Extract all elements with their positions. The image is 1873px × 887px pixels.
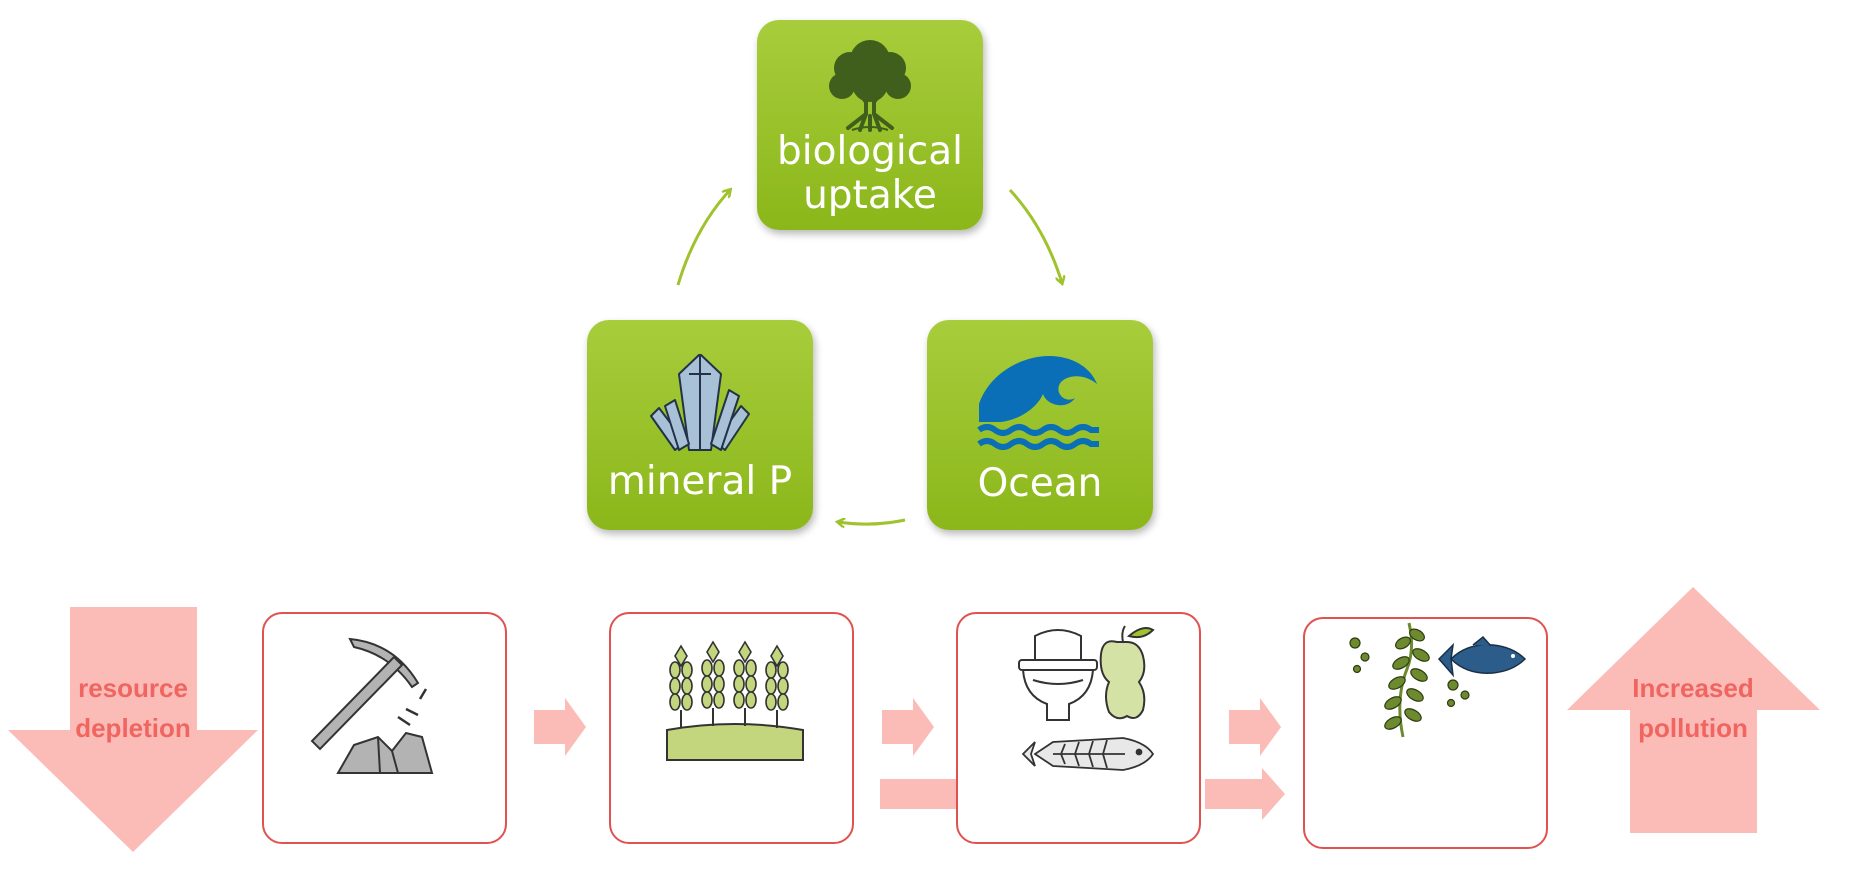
- stage-mining: [262, 612, 507, 844]
- wheat-icon: [666, 640, 804, 761]
- stage-water-pollution: [1303, 617, 1548, 849]
- increased-pollution-line2: pollution: [1638, 713, 1748, 743]
- flow-arrow-1: [534, 698, 586, 756]
- resource-depletion-label: resource depletion: [43, 668, 223, 748]
- cycle-arrow-ocean-to-mineral: [838, 520, 906, 524]
- biological-uptake-label: biological uptake: [757, 130, 983, 218]
- biological-uptake-label-line2: uptake: [803, 173, 937, 218]
- flow-arrow-3: [1229, 698, 1281, 756]
- bypass-arrow-shaft-1: [880, 779, 957, 809]
- increased-pollution-arrow: [1567, 587, 1820, 833]
- increased-pollution-label: Increased pollution: [1603, 668, 1783, 748]
- stage-agriculture: [609, 612, 854, 844]
- wave-icon: [977, 356, 1099, 450]
- cycle-arrow-mineral-to-uptake: [676, 190, 730, 286]
- ocean-label: Ocean: [977, 461, 1103, 506]
- ocean-box: Ocean: [927, 320, 1153, 530]
- bypass-arrow-2: [1205, 768, 1285, 820]
- resource-depletion-line1: resource: [78, 673, 188, 703]
- mineral-p-box: mineral P: [587, 320, 813, 530]
- pickaxe-icon: [310, 637, 434, 774]
- stage-consumption-waste: [956, 612, 1201, 844]
- seaweed-fish-icon: [1349, 622, 1527, 738]
- resource-depletion-line2: depletion: [75, 713, 191, 743]
- tree-icon: [829, 40, 911, 132]
- toilet-food-waste-icon: [1018, 625, 1155, 771]
- crystal-icon: [650, 354, 750, 451]
- increased-pollution-line1: Increased: [1632, 673, 1754, 703]
- flow-arrow-2: [882, 698, 934, 756]
- biological-uptake-box: biological uptake: [757, 20, 983, 230]
- biological-uptake-label-line1: biological: [777, 129, 963, 174]
- cycle-arrow-uptake-to-ocean: [1008, 188, 1062, 283]
- resource-depletion-arrow: [8, 607, 258, 852]
- mineral-p-label: mineral P: [607, 459, 793, 504]
